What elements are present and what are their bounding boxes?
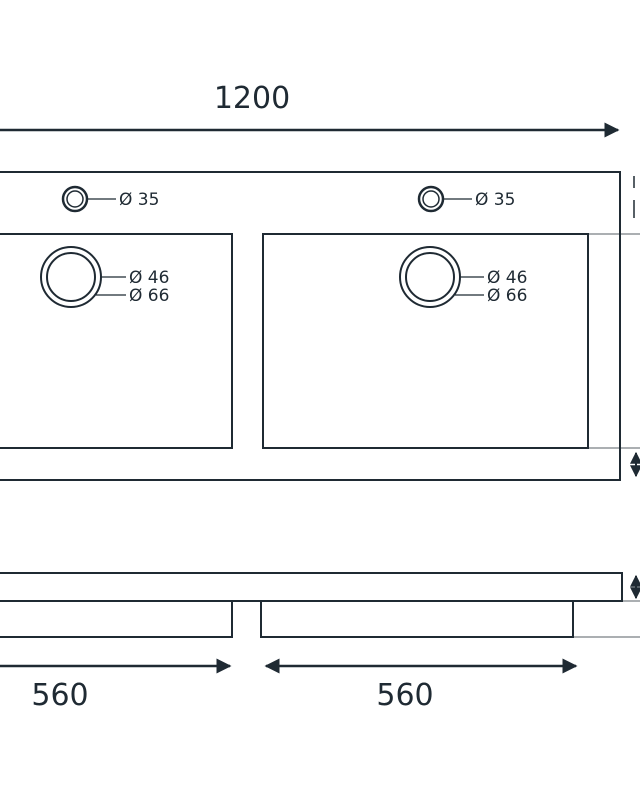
basin-left <box>0 233 233 449</box>
basin-width-left-label: 560 <box>31 678 88 713</box>
basin-width-left-dimension: 560 <box>0 658 232 713</box>
drain-outer-left-label: Ø 66 <box>129 286 169 306</box>
tap-hole-right: Ø 35 <box>417 185 515 213</box>
overall-width-dimension: 1200 <box>0 81 620 138</box>
drain-inner-right-label: Ø 46 <box>487 268 527 288</box>
drain-outer-right-label: Ø 66 <box>487 286 527 306</box>
side-right-dimension-marks <box>573 574 640 638</box>
drain-right: Ø 46 Ø 66 <box>399 246 527 308</box>
side-basin-right <box>260 600 574 638</box>
drain-left: Ø 46 Ø 66 <box>40 246 169 308</box>
countertop-outline <box>0 171 621 481</box>
drain-inner-left-label: Ø 46 <box>129 268 169 288</box>
tap-hole-right-label: Ø 35 <box>475 190 515 210</box>
right-edge-dimension-marks <box>588 176 640 478</box>
side-basin-left <box>0 600 233 638</box>
tap-hole-left: Ø 35 <box>61 185 159 213</box>
basin-right <box>262 233 589 449</box>
side-view: 560 560 <box>0 572 640 713</box>
side-countertop-outline <box>0 572 623 602</box>
tap-hole-left-label: Ø 35 <box>119 190 159 210</box>
basin-width-right-dimension: 560 <box>264 658 578 713</box>
basin-width-right-label: 560 <box>376 678 433 713</box>
top-view: 1200 Ø 35 Ø 35 Ø 46 Ø 66 <box>0 81 640 481</box>
overall-width-label: 1200 <box>214 81 290 116</box>
